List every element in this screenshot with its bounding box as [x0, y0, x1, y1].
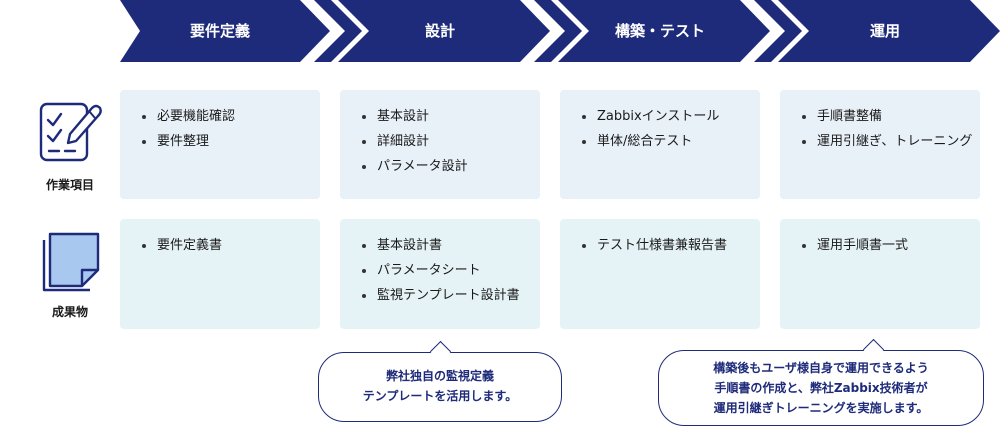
callout-line: 手順書の作成と、弊社Zabbix技術者が: [714, 381, 928, 395]
deliverables-box-requirements: 要件定義書: [120, 219, 320, 329]
tasks-box-operation: 手順書整備 運用引継ぎ、トレーニング: [780, 90, 980, 199]
phase-arrow-3-chevron: [754, 0, 802, 62]
list-item: 単体/総合テスト: [582, 129, 760, 154]
deliverables-box-operation: 運用手順書一式: [780, 219, 980, 329]
list-item: テスト仕様書兼報告書: [582, 233, 760, 258]
callout-pointer: [429, 340, 452, 363]
callout-pointer: [862, 338, 885, 361]
phase-label-design: 設計: [424, 22, 455, 40]
callout-line: 構築後もユーザ様自身で運用できるよう: [713, 361, 929, 375]
list-item: 運用引継ぎ、トレーニング: [802, 129, 980, 154]
phase-arrow-4: [778, 0, 1000, 62]
document-icon: [40, 232, 102, 298]
phase-arrow-2-chevron: [534, 0, 582, 62]
deliverables-box-build-test: テスト仕様書兼報告書: [560, 219, 760, 329]
phase-arrow-1: [120, 0, 330, 62]
phase-arrow-2: [338, 0, 550, 62]
list-item: パラメータ設計: [362, 154, 540, 179]
row-label-deliverables: 成果物: [51, 305, 88, 319]
callout-line: 弊社独自の監視定義: [385, 369, 494, 383]
tasks-box-requirements: 必要機能確認 要件整理: [120, 90, 320, 199]
phase-label-operation: 運用: [869, 22, 900, 40]
phase-arrow-3: [558, 0, 770, 62]
list-item: 監視テンプレート設計書: [362, 283, 540, 308]
list-item: パラメータシート: [362, 258, 540, 283]
list-item: 要件定義書: [142, 233, 320, 258]
phase-arrows: 要件定義 設計 構築・テスト 運用: [0, 0, 1000, 70]
tasks-box-design: 基本設計 詳細設計 パラメータ設計: [340, 90, 540, 199]
phase-label-requirements: 要件定義: [189, 22, 250, 40]
phase-arrow-1-chevron: [314, 0, 362, 62]
list-item: 基本設計: [362, 104, 540, 129]
callout-operation-support: 構築後もユーザ様自身で運用できるよう 手順書の作成と、弊社Zabbix技術者が …: [658, 338, 984, 426]
list-item: 詳細設計: [362, 129, 540, 154]
list-item: 運用手順書一式: [802, 233, 980, 258]
deliverables-box-design: 基本設計書 パラメータシート 監視テンプレート設計書: [340, 219, 540, 329]
list-item: 手順書整備: [802, 104, 980, 129]
row-label-tasks: 作業項目: [45, 178, 94, 192]
tasks-box-build-test: Zabbixインストール 単体/総合テスト: [560, 90, 760, 199]
list-item: Zabbixインストール: [582, 104, 760, 129]
checklist-icon: [38, 100, 102, 168]
phase-label-build-test: 構築・テスト: [614, 22, 705, 40]
phase-arrow-shapes: [120, 0, 1000, 62]
list-item: 必要機能確認: [142, 104, 320, 129]
callout-line: テンプレートを活用します。: [362, 389, 518, 403]
callout-line: 運用引継ぎトレーニングを実施します。: [713, 401, 929, 415]
list-item: 基本設計書: [362, 233, 540, 258]
callout-design-template: 弊社独自の監視定義 テンプレートを活用します。: [318, 340, 562, 422]
list-item: 要件整理: [142, 129, 320, 154]
